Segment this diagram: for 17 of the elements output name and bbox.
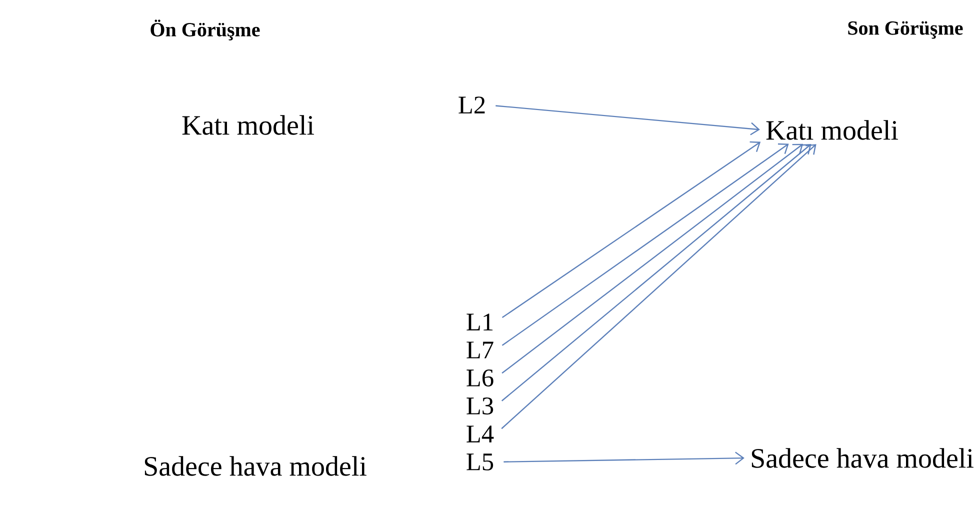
participant-label: L5 [466,454,494,470]
participant-label: L6 [466,369,494,386]
model-label: Sadece hava modeli [144,456,366,476]
participant-label: L2 [458,96,485,114]
participant-label: L4 [466,426,494,442]
arrow [504,452,744,465]
participant-label: L1 [466,314,493,330]
participant-label: L3 [466,397,494,414]
model-label: Katı modeli [182,115,314,135]
model-label: Sadece hava modeli [752,448,974,468]
arrow [502,143,789,346]
column-heading: Ön Görüşme [150,20,260,40]
arrow [502,141,761,318]
column-heading: Son Görüşme [848,21,963,39]
participant-label: L7 [466,342,494,358]
arrow [496,105,760,136]
model-label: Katı modeli [766,120,898,140]
